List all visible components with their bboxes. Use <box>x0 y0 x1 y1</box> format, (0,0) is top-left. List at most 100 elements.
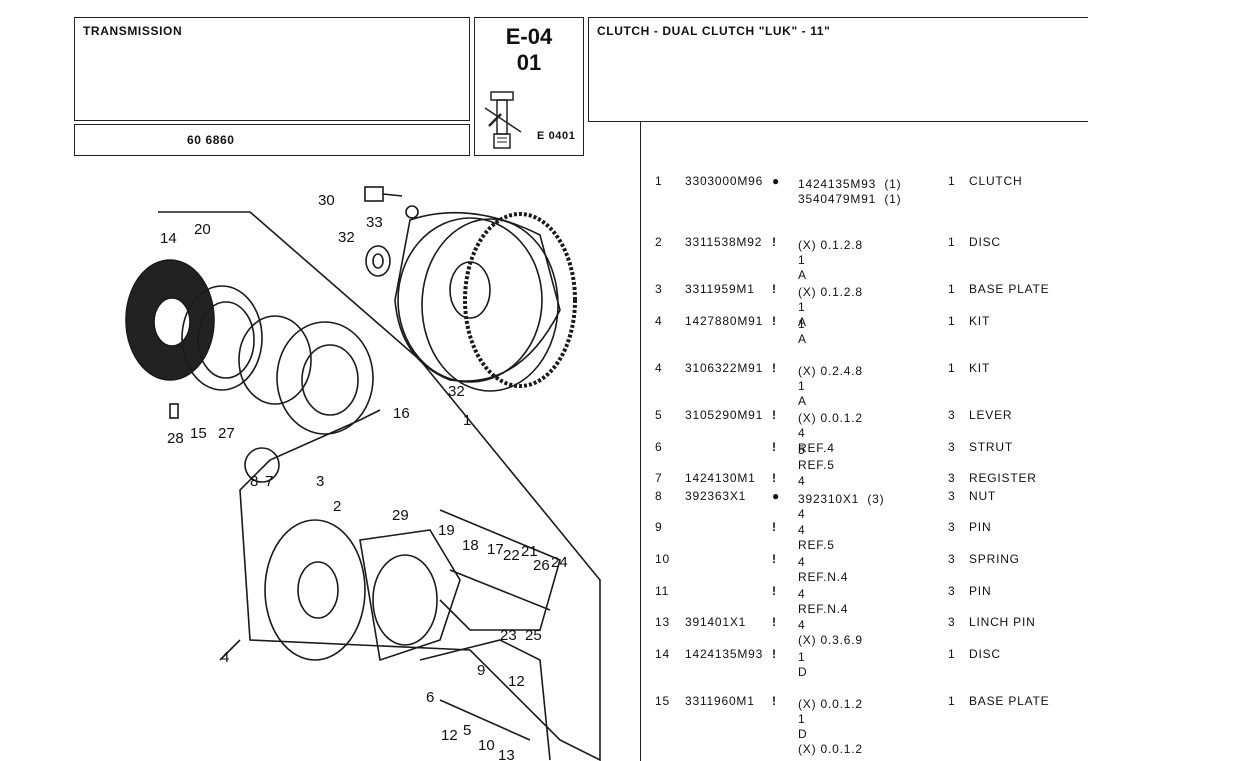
part-description: DISC <box>969 235 1001 249</box>
part-note: REF.4 <box>798 441 835 455</box>
part-number: 1427880M91 <box>685 314 764 328</box>
callout-12a: 12 <box>508 673 525 690</box>
part-note: (X) 0.3.6.9 <box>798 633 863 647</box>
part-note: 1 <box>798 379 806 393</box>
part-number: 392363X1 <box>685 489 747 503</box>
part-note: REF.5 <box>798 458 835 472</box>
model-number-box: 60 6860 <box>74 124 470 156</box>
part-number: 3303000M96 <box>685 174 764 188</box>
part-qty: 3 <box>948 520 956 534</box>
part-qty: 3 <box>948 440 956 454</box>
part-description: LEVER <box>969 408 1013 422</box>
part-number: 3311959M1 <box>685 282 755 296</box>
callout-32a: 32 <box>338 229 355 246</box>
part-note: D <box>798 665 808 679</box>
part-flag-icon: ! <box>772 282 776 296</box>
part-ref: 11 <box>655 584 670 598</box>
callout-29: 29 <box>392 507 409 524</box>
callout-19: 19 <box>438 522 455 539</box>
part-qty: 3 <box>948 408 956 422</box>
part-note: 1 <box>798 253 806 267</box>
part-flag-icon: ● <box>772 489 780 503</box>
callout-4: 4 <box>221 649 229 666</box>
part-flag-icon: ! <box>772 584 776 598</box>
part-note: 4 <box>798 555 806 569</box>
part-note: (X) 0.1.2.8 <box>798 238 863 252</box>
part-qty: 1 <box>948 694 956 708</box>
callout-5: 5 <box>463 722 471 739</box>
part-description: REGISTER <box>969 471 1037 485</box>
callout-25: 25 <box>525 627 542 644</box>
callout-12b: 12 <box>441 727 458 744</box>
shaft-thumbnail-icon <box>484 91 522 149</box>
part-note: 392310X1 (3) <box>798 492 885 506</box>
part-flag-icon: ! <box>772 647 776 661</box>
part-qty: 1 <box>948 361 956 375</box>
part-ref: 8 <box>655 489 663 503</box>
part-qty: 1 <box>948 235 956 249</box>
callout-30: 30 <box>318 192 335 209</box>
callout-10: 10 <box>478 737 495 754</box>
part-note: REF.5 <box>798 538 835 552</box>
part-ref: 4 <box>655 361 663 375</box>
part-ref: 1 <box>655 174 663 188</box>
part-flag-icon: ● <box>772 174 780 188</box>
callout-14: 14 <box>160 230 177 247</box>
part-flag-icon: ! <box>772 361 776 375</box>
part-ref: 10 <box>655 552 670 566</box>
part-ref: 15 <box>655 694 670 708</box>
group-title: CLUTCH - DUAL CLUTCH "LUK" - 11" <box>597 24 831 38</box>
part-number: 3311960M1 <box>685 694 755 708</box>
part-note: 5 <box>798 443 806 457</box>
part-note: 1 <box>798 317 806 331</box>
part-ref: 3 <box>655 282 663 296</box>
part-qty: 1 <box>948 314 956 328</box>
part-ref: 9 <box>655 520 663 534</box>
part-qty: 3 <box>948 489 956 503</box>
callout-2: 2 <box>333 498 341 515</box>
part-number: 1424135M93 <box>685 647 764 661</box>
part-flag-icon: ! <box>772 694 776 708</box>
part-qty: 3 <box>948 615 956 629</box>
part-ref: 7 <box>655 471 663 485</box>
part-description: DISC <box>969 647 1001 661</box>
part-qty: 3 <box>948 471 956 485</box>
callout-18: 18 <box>462 537 479 554</box>
section-title: TRANSMISSION <box>83 24 183 38</box>
callout-7: 7 <box>265 473 273 490</box>
part-ref: 5 <box>655 408 663 422</box>
page-code-line1: E-04 <box>505 24 553 49</box>
part-flag-icon: ! <box>772 235 776 249</box>
part-ref: 13 <box>655 615 670 629</box>
callout-17: 17 <box>487 541 504 558</box>
part-description: BASE PLATE <box>969 282 1050 296</box>
part-note: 4 <box>798 474 806 488</box>
callout-20: 20 <box>194 221 211 238</box>
part-description: BASE PLATE <box>969 694 1050 708</box>
callout-15: 15 <box>190 425 207 442</box>
part-description: LINCH PIN <box>969 615 1036 629</box>
callout-23: 23 <box>500 627 517 644</box>
part-number: 3106322M91 <box>685 361 764 375</box>
part-note: A <box>798 315 807 329</box>
part-number: 3311538M92 <box>685 235 763 249</box>
part-note: (X) 0.0.1.2 <box>798 697 863 711</box>
part-note: 4 <box>798 426 806 440</box>
callout-28: 28 <box>167 430 184 447</box>
part-note: (X) 0.0.1.2 <box>798 411 863 425</box>
callout-33: 33 <box>366 214 383 231</box>
callout-24: 24 <box>551 554 568 571</box>
part-ref: 2 <box>655 235 663 249</box>
part-flag-icon: ! <box>772 314 776 328</box>
part-flag-icon: ! <box>772 440 776 454</box>
part-note: (X) 0.2.4.8 <box>798 364 863 378</box>
part-flag-icon: ! <box>772 520 776 534</box>
part-description: KIT <box>969 361 991 375</box>
part-note: A <box>798 394 807 408</box>
diagram-ref: E 0401 <box>537 130 576 142</box>
part-note: REF.N.4 <box>798 570 849 584</box>
exploded-clutch-diagram: 30 33 32 14 20 32 28 15 27 16 1 8 7 3 2 … <box>125 186 601 761</box>
part-qty: 3 <box>948 552 956 566</box>
callout-1: 1 <box>463 412 471 429</box>
callout-3: 3 <box>316 473 324 490</box>
